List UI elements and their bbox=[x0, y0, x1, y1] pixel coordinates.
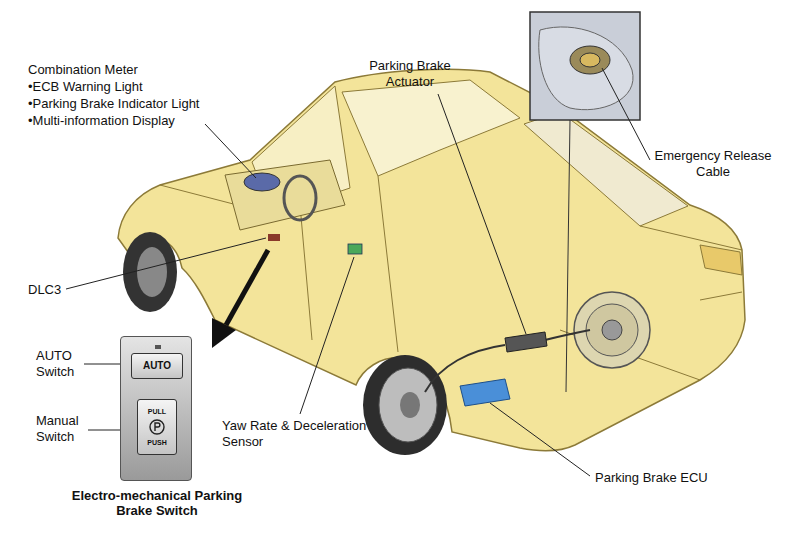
front-rim bbox=[137, 247, 167, 297]
part-label: Parking Brake ECU bbox=[595, 470, 755, 486]
rear-window bbox=[524, 112, 688, 226]
part-label: •ECB Warning Light bbox=[28, 79, 228, 95]
part-label: •Parking Brake Indicator Light bbox=[28, 96, 228, 112]
brake-disc bbox=[586, 304, 638, 356]
car-body bbox=[118, 69, 745, 450]
switch-heading: Electro-mechanical Parking Brake Switch bbox=[69, 488, 245, 518]
part-label: Yaw Rate & Deceleration Sensor bbox=[222, 418, 367, 450]
pointer-arrowhead bbox=[212, 318, 236, 348]
part-label: Manual Switch bbox=[36, 413, 96, 445]
part-label: AUTO Switch bbox=[36, 348, 96, 380]
pointer-arrow bbox=[226, 250, 268, 325]
indicator-lamp bbox=[155, 345, 161, 349]
meter bbox=[244, 173, 280, 191]
button-text: AUTO bbox=[143, 360, 171, 372]
inset-frame bbox=[530, 12, 640, 120]
release-hole bbox=[570, 46, 610, 74]
park-symbol bbox=[148, 418, 166, 436]
side-window bbox=[342, 80, 520, 176]
manual-button: PULL PUSH bbox=[137, 399, 177, 455]
rear-hub bbox=[400, 392, 420, 418]
part-label: Parking Brake Actuator bbox=[350, 58, 470, 90]
button-text: PULL bbox=[148, 407, 166, 416]
yaw-sensor bbox=[348, 244, 362, 254]
part-label: DLC3 bbox=[28, 282, 88, 298]
brake-cable bbox=[425, 330, 590, 392]
dlc3-connector bbox=[268, 234, 280, 241]
auto-button: AUTO bbox=[131, 353, 183, 379]
switch-panel: Electro-mechanical Parking Brake SwitchA… bbox=[120, 336, 192, 481]
rear-wheel bbox=[363, 355, 447, 455]
rear-rim bbox=[379, 368, 437, 442]
steering-wheel bbox=[284, 176, 316, 220]
inset-pointer bbox=[566, 120, 570, 392]
actuator bbox=[505, 332, 547, 352]
inset-surface bbox=[539, 27, 633, 110]
release-cable-end bbox=[580, 53, 600, 67]
part-label: Combination Meter bbox=[28, 62, 228, 78]
button-text: PUSH bbox=[147, 438, 166, 447]
brake-hub bbox=[602, 320, 622, 340]
rear-lamp bbox=[700, 245, 742, 275]
part-label: Emergency Release Cable bbox=[648, 148, 778, 180]
dashboard bbox=[225, 160, 345, 230]
part-label: •Multi-information Display bbox=[28, 113, 228, 129]
ecu-box bbox=[460, 379, 510, 406]
leader-lines bbox=[66, 68, 650, 476]
